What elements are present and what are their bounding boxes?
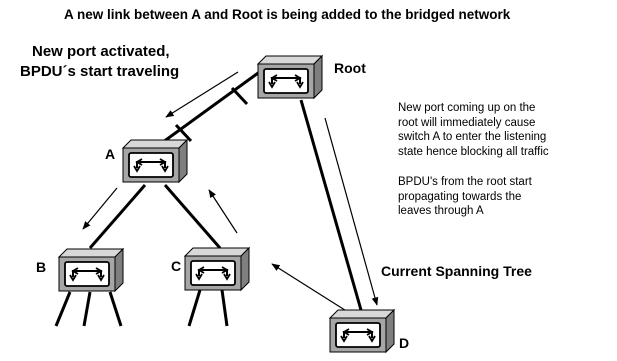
note-bpdu-line-2: propagating towards the	[398, 190, 522, 203]
switch-d	[329, 309, 395, 353]
bpdu-arrows	[82, 71, 379, 313]
link-break-mark-2	[174, 123, 193, 143]
note-listening-line-4: state hence blocking all traffic	[398, 145, 549, 158]
link-root-a	[151, 66, 266, 152]
current-spanning-tree-label: Current Spanning Tree	[381, 263, 532, 279]
label-a: A	[105, 146, 116, 162]
note-bpdu: BPDU's from the root start propagating t…	[398, 175, 532, 219]
label-root: Root	[334, 60, 366, 76]
link-c-leaf-1	[187, 289, 202, 327]
link-b-leaf-1	[54, 291, 72, 327]
diagram-title: A new link between A and Root is being a…	[64, 7, 511, 22]
link-b-leaf-2	[82, 291, 92, 327]
note-bpdu-line-1: BPDU's from the root start	[398, 176, 532, 188]
links	[54, 66, 365, 327]
arrow-root-to-d	[324, 117, 379, 306]
link-root-d	[299, 99, 365, 318]
label-c: C	[171, 258, 182, 274]
arrow-root-to-a	[165, 71, 239, 118]
note-listening: New port coming up on the root will imme…	[398, 101, 549, 159]
note-listening-line-2: root will immediately cause	[398, 116, 536, 129]
annotation-left: New port activated, BPDU´s start traveli…	[20, 42, 179, 82]
link-break-mark-1	[230, 86, 249, 106]
label-d: D	[399, 335, 410, 351]
link-a-b	[88, 184, 147, 249]
arrow-c-to-a	[208, 189, 238, 234]
annotation-left-line-1: New port activated,	[32, 43, 170, 60]
label-b: B	[36, 259, 47, 275]
link-b-leaf-3	[108, 291, 123, 327]
switch-c	[184, 247, 250, 291]
annotation-left-line-2: BPDU´s start traveling	[20, 63, 180, 80]
switch-b	[58, 248, 124, 292]
switch-root	[257, 55, 323, 99]
note-listening-line-1: New port coming up on the	[398, 102, 536, 114]
note-bpdu-line-3: leaves through A	[398, 205, 484, 217]
note-listening-line-3: switch A to enter the listening	[398, 131, 547, 143]
link-c-leaf-2	[220, 289, 229, 327]
switch-a	[122, 139, 188, 183]
arrow-a-to-b	[82, 187, 118, 230]
arrow-d-to-c	[271, 263, 349, 313]
link-a-c	[163, 184, 222, 249]
